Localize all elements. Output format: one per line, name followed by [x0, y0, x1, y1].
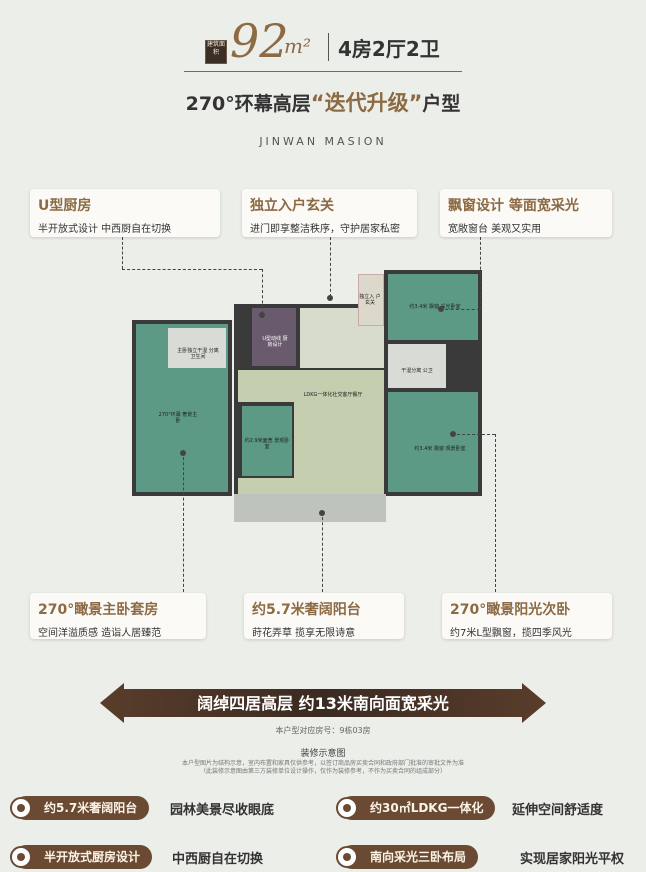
- pill-tag: 南向采光三卧布局: [370, 850, 467, 864]
- card-desc: 约7米L型飘窗，揽四季风光: [450, 628, 572, 639]
- subtitle-prefix: 270°环幕高层: [185, 93, 311, 115]
- pill-tag: 约5.7米奢阔阳台: [44, 801, 138, 815]
- card-title: 约5.7米奢阔阳台: [252, 602, 361, 618]
- feature-card-window: 飘窗设计 等面宽采光 宽敞窗台 美观又实用: [440, 189, 612, 237]
- label-living: LDKG一体化社交客厅餐厅: [303, 392, 363, 398]
- label-ne-bedroom: 约3.4米 飘窗 采光卧室: [409, 304, 461, 310]
- header-line: [184, 71, 462, 72]
- area-unit: m²: [284, 34, 311, 58]
- leader-dot: [259, 312, 265, 318]
- feature-card-balcony: 约5.7米奢阔阳台 莳花弄草 揽享无限诗意: [244, 593, 404, 639]
- leader-line: [262, 269, 263, 314]
- subtitle-highlight: “迭代升级”: [310, 91, 423, 115]
- label-bath2: 干湿分离 公卫: [401, 368, 433, 374]
- card-title: 飘窗设计 等面宽采光: [448, 198, 579, 214]
- public-bath: [388, 344, 446, 388]
- room-number-note: 本户型对应房号：9栋03房: [275, 726, 371, 735]
- se-bedroom: [388, 392, 478, 492]
- pill-dot-icon: [336, 846, 358, 868]
- leader-line: [440, 309, 480, 310]
- leader-dot: [450, 431, 456, 437]
- brand-name: JINWAN MASION: [259, 135, 387, 148]
- label-master: 270°环幕 奢景主卧: [158, 412, 198, 424]
- label-bath1: 主卧独立干湿 分离卫生间: [177, 348, 219, 360]
- subtitle-suffix: 户型: [422, 93, 461, 115]
- disclaimer-line: （此装修示意图由第三方装修单位设计操作，仅作为装修参考，不作为买卖合同的组成部分…: [199, 768, 446, 775]
- ne-bedroom: [388, 274, 478, 340]
- card-desc: 进门即享整洁秩序，守护居家私密: [250, 224, 400, 235]
- pill-desc: 园林美景尽收眼底: [170, 803, 275, 818]
- card-desc: 空间洋溢质感 造诣人居臻范: [38, 628, 162, 639]
- pill-desc: 延伸空间舒适度: [512, 803, 604, 818]
- area-tag: 建筑面积: [205, 40, 227, 64]
- balcony: [234, 494, 386, 522]
- label-entry: 独立入 户玄关: [359, 294, 381, 306]
- leader-dot: [438, 306, 444, 312]
- room-count: 4房2厅2卫: [338, 37, 440, 61]
- feature-pill: 南向采光三卧布局: [340, 845, 479, 869]
- card-title: 270°瞰景阳光次卧: [450, 602, 571, 618]
- feature-card-entry: 独立入户玄关 进门即享整洁秩序，守护居家私密: [242, 189, 417, 237]
- disclaimer-line: 本户型图片为结构示意，室内布置和家具仅供参考，以签订商品房买卖合同和政府部门批准…: [181, 760, 464, 767]
- area-value: 92: [230, 14, 289, 68]
- leader-dot: [319, 510, 325, 516]
- card-desc: 半开放式设计 中西厨自在切换: [38, 224, 172, 235]
- mid-bedroom: [242, 406, 292, 476]
- banner-text: 阔绰四居高层 约13米南向面宽采光: [197, 694, 449, 713]
- leader-line: [480, 237, 481, 309]
- pill-dot-icon: [336, 797, 358, 819]
- kitchen: [252, 308, 296, 366]
- leader-line: [330, 237, 331, 297]
- leader-line: [122, 269, 262, 270]
- header-divider: [328, 33, 329, 61]
- leader-dot: [180, 450, 186, 456]
- deco-note: 装修示意图: [300, 749, 346, 759]
- leader-line: [452, 434, 495, 435]
- feature-pill: 约5.7米奢阔阳台: [14, 796, 150, 820]
- leader-line: [322, 512, 323, 592]
- card-desc: 宽敞窗台 美观又实用: [448, 224, 542, 235]
- leader-dot: [327, 295, 333, 301]
- master-bath: [168, 328, 226, 368]
- card-title: 270°瞰景主卧套房: [38, 602, 159, 618]
- banner-arrow: [100, 683, 546, 723]
- card-desc: 莳花弄草 揽享无限诗意: [252, 628, 356, 639]
- label-mid-bedroom: 约2.9米面宽 景观卧室: [244, 438, 290, 450]
- floor-plan: 主卧独立干湿 分离卫生间 U型动线 厨房设计 独立入 户玄关 约3.4米 飘窗 …: [128, 264, 490, 524]
- pill-desc: 中西厨自在切换: [172, 852, 264, 867]
- feature-pill: 约30㎡LDKG一体化: [340, 796, 496, 820]
- label-se-bedroom: 约3.4米 飘窗 观景卧室: [414, 446, 466, 452]
- pill-dot-icon: [10, 846, 32, 868]
- disclaimer: 本户型图片为结构示意，室内布置和家具仅供参考，以签订商品房买卖合同和政府部门批准…: [0, 760, 646, 776]
- feature-card-master: 270°瞰景主卧套房 空间洋溢质感 造诣人居臻范: [30, 593, 206, 639]
- label-kitchen: U型动线 厨房设计: [262, 336, 288, 348]
- pill-tag: 半开放式厨房设计: [44, 850, 141, 864]
- pill-tag: 约30㎡LDKG一体化: [370, 801, 484, 815]
- leader-line: [495, 434, 496, 592]
- leader-line: [183, 452, 184, 592]
- leader-line: [122, 237, 123, 269]
- card-title: U型厨房: [38, 198, 92, 214]
- pill-dot-icon: [10, 797, 32, 819]
- feature-card-bedroom: 270°瞰景阳光次卧 约7米L型飘窗，揽四季风光: [442, 593, 612, 639]
- feature-pill: 半开放式厨房设计: [14, 845, 153, 869]
- card-title: 独立入户玄关: [250, 198, 334, 214]
- page-subtitle: 270°环幕高层“迭代升级”户型: [0, 87, 646, 117]
- entry-hall: [358, 274, 384, 326]
- pill-desc: 实现居家阳光平权: [520, 852, 625, 867]
- feature-card-kitchen: U型厨房 半开放式设计 中西厨自在切换: [30, 189, 220, 237]
